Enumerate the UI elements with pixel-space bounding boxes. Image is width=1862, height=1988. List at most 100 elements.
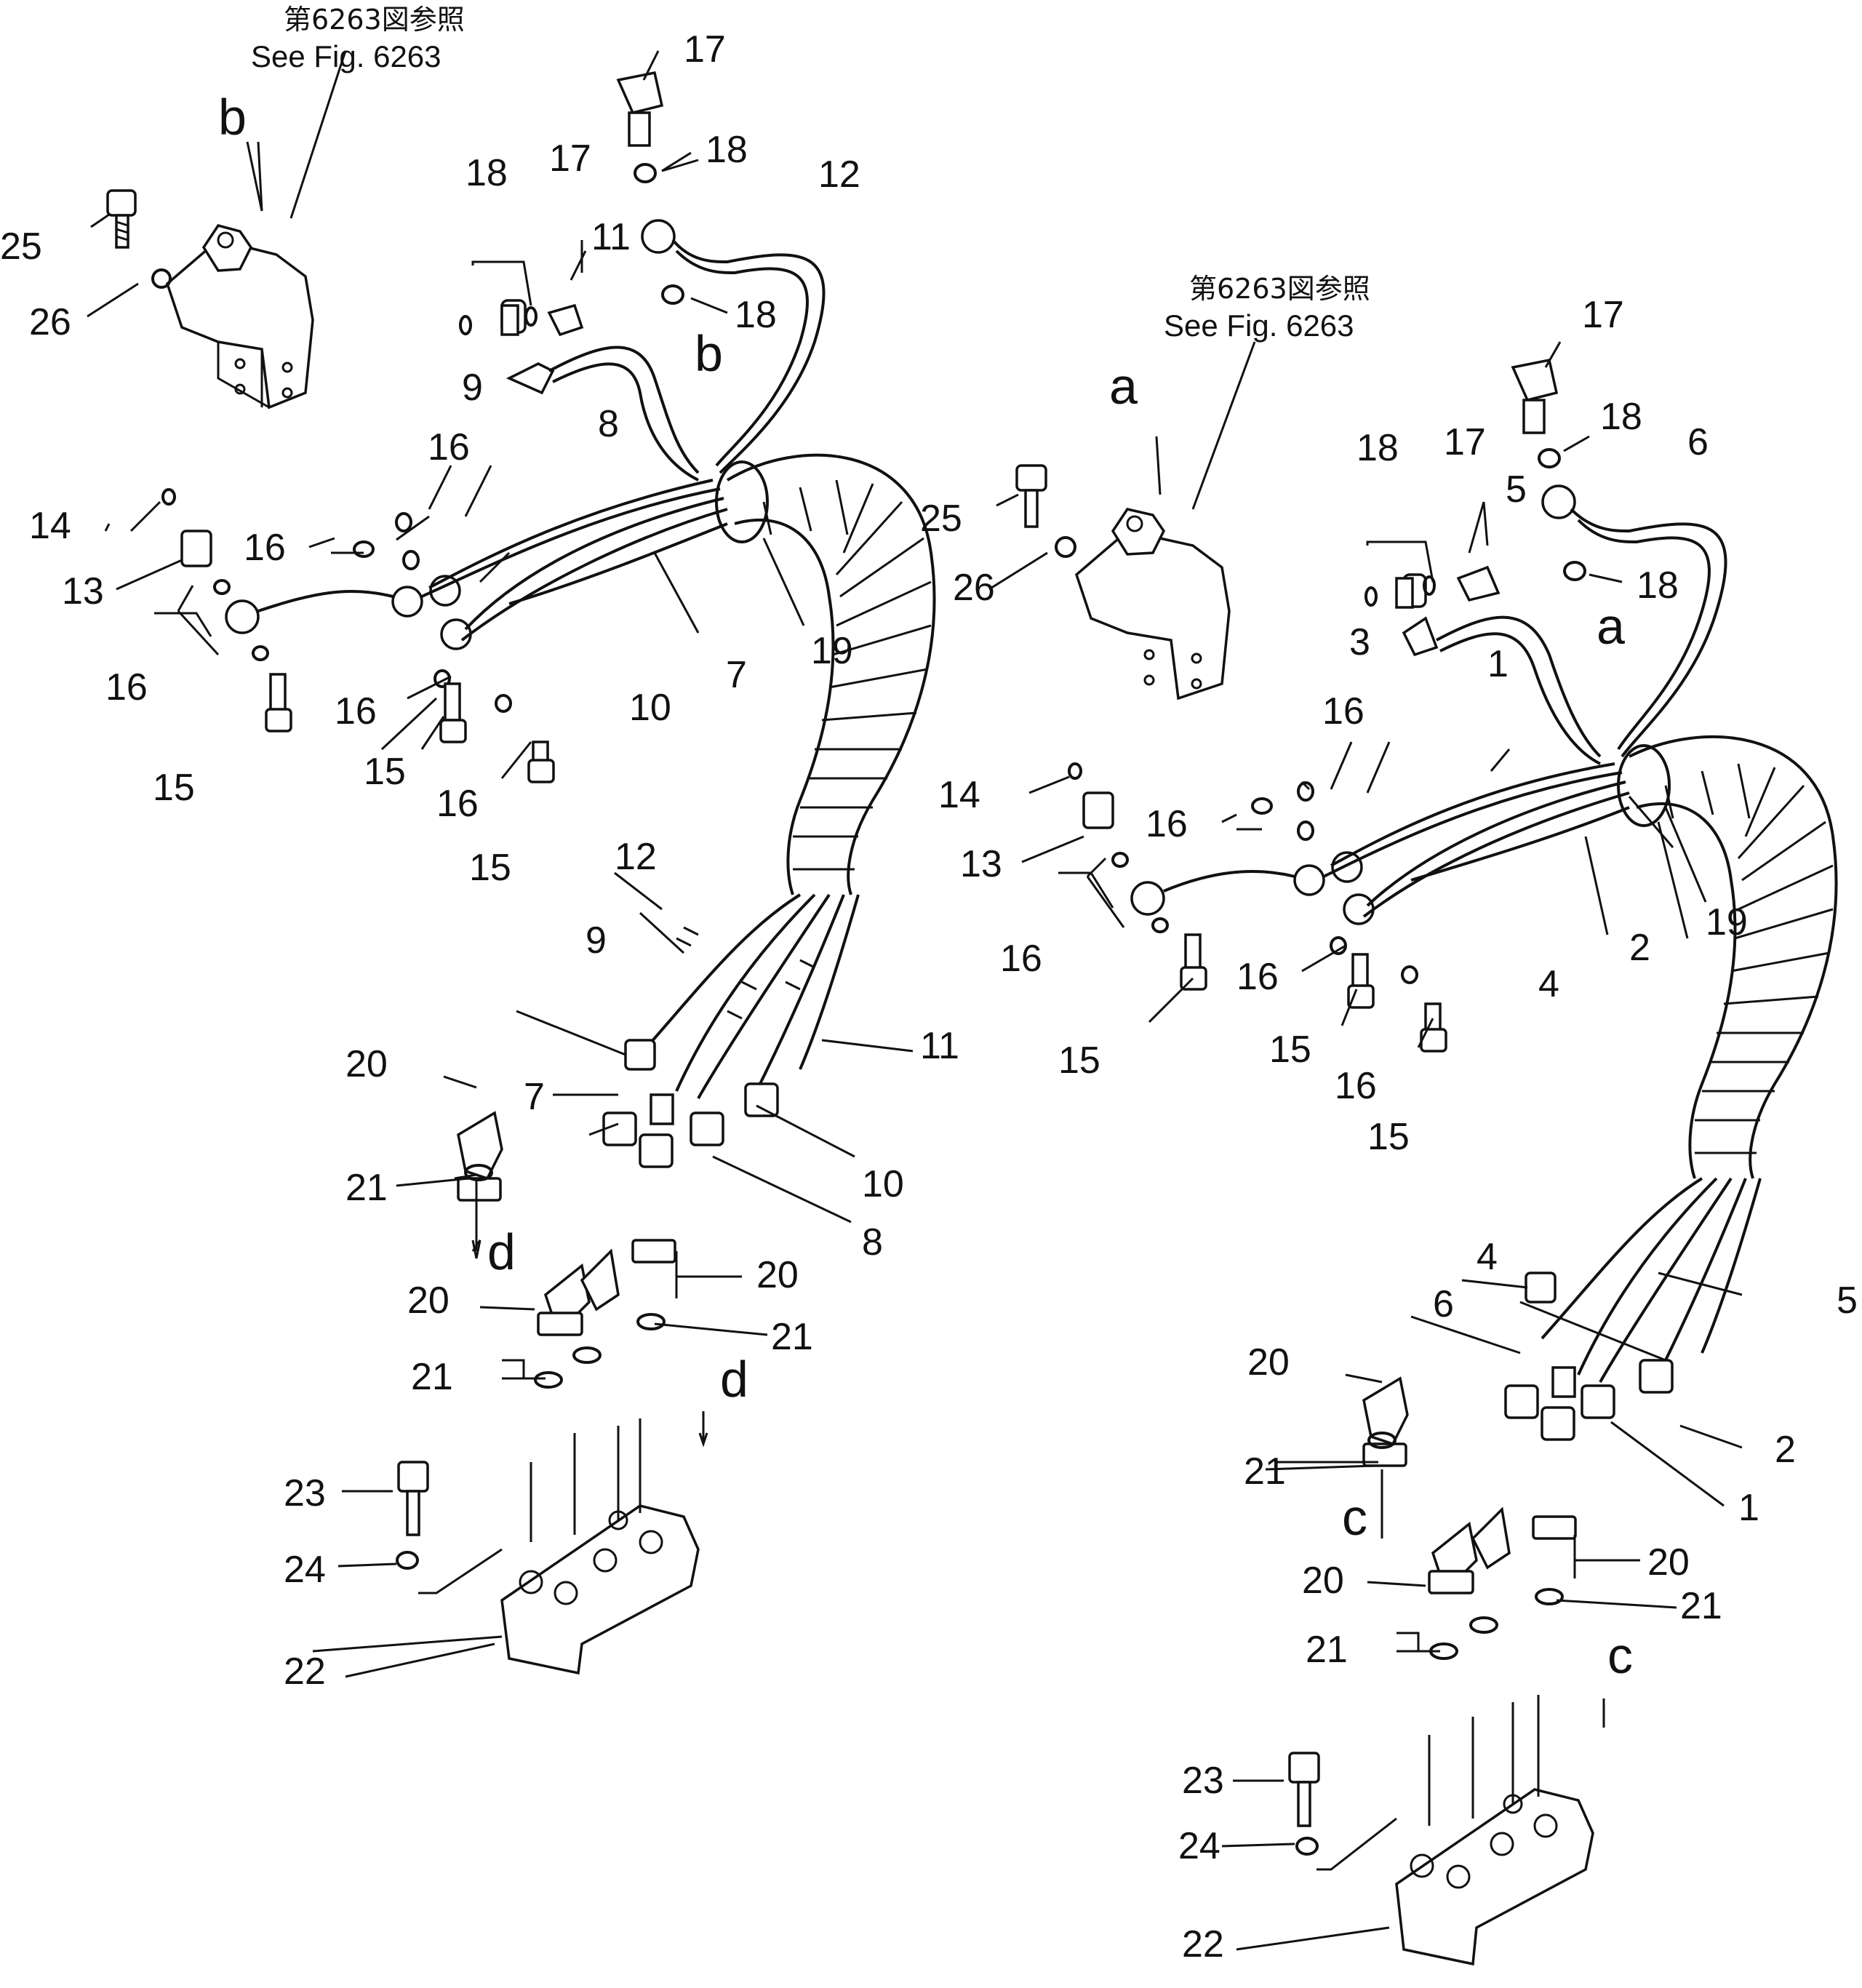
- r-callout-18: 18: [1600, 396, 1642, 438]
- letter-c-left: c: [1342, 1489, 1367, 1546]
- r-callout-5: 5: [1506, 468, 1527, 511]
- r-callout-15a: 15: [1058, 1039, 1100, 1082]
- right-fitting-17-side: [1456, 565, 1501, 602]
- callout-13: 13: [62, 570, 104, 612]
- left-bolt-23-shank: [406, 1490, 420, 1536]
- callout-20a: 20: [345, 1043, 388, 1085]
- r-callout-20a: 20: [1247, 1341, 1290, 1384]
- callout-16a: 16: [428, 426, 470, 468]
- right-washer-24: [1295, 1837, 1319, 1856]
- callout-23: 23: [284, 1472, 326, 1514]
- letter-a-top: a: [1109, 358, 1138, 415]
- callout-18: 18: [706, 129, 748, 171]
- left-oring-16f: [433, 669, 451, 688]
- r-callout-1b: 1: [1738, 1487, 1759, 1529]
- r-callout-1: 1: [1487, 643, 1509, 685]
- r-callout-25: 25: [920, 498, 962, 540]
- callout-14: 14: [29, 505, 71, 547]
- callout-25: 25: [0, 225, 42, 268]
- r-callout-2b: 2: [1775, 1429, 1796, 1471]
- callout-24: 24: [284, 1549, 326, 1591]
- right-fitting-17-top: [1511, 358, 1559, 402]
- r-callout-21a: 21: [1244, 1450, 1286, 1493]
- r-callout-21b: 21: [1680, 1585, 1722, 1627]
- r-callout-17b: 17: [1444, 421, 1486, 463]
- callout-26: 26: [29, 301, 71, 343]
- right-base-block-22: [1395, 1695, 1594, 1966]
- r-callout-20b: 20: [1647, 1541, 1690, 1584]
- r-callout-26: 26: [953, 567, 995, 609]
- callout-7: 7: [726, 654, 747, 696]
- callout-10b: 10: [862, 1163, 904, 1205]
- left-hose-assembly: [106, 71, 936, 1675]
- right-elbows-20: [1362, 1376, 1577, 1594]
- r-callout-6: 6: [1687, 421, 1709, 463]
- r-callout-21c: 21: [1306, 1629, 1348, 1671]
- callout-7b: 7: [524, 1076, 545, 1118]
- left-fitting-13: [180, 530, 212, 567]
- callout-9b: 9: [586, 919, 607, 962]
- r-callout-24: 24: [1178, 1825, 1220, 1867]
- callout-16c: 16: [105, 666, 148, 708]
- callout-15b: 15: [364, 751, 406, 793]
- letter-d-left: d: [487, 1223, 516, 1280]
- left-callouts: 17 18 12 18 17 11 18 25 26 9 8 16 14 16 …: [0, 28, 959, 1693]
- right-leader-lines: [988, 341, 1743, 1951]
- r-callout-14: 14: [938, 774, 980, 816]
- letter-d-right: d: [720, 1351, 748, 1408]
- callout-21b: 21: [771, 1316, 813, 1358]
- callout-20c: 20: [407, 1280, 449, 1322]
- left-fitting-17-top: [616, 71, 664, 115]
- r-callout-19: 19: [1706, 901, 1748, 943]
- right-corrugated-hose: [1617, 735, 1838, 1179]
- r-callout-16e: 16: [1335, 1065, 1377, 1107]
- letter-b-top: b: [218, 89, 247, 145]
- left-valve-block: [165, 223, 314, 410]
- left-oring-21c: [572, 1346, 602, 1364]
- callout-8b: 8: [862, 1221, 883, 1264]
- left-elbows-20: [457, 1111, 676, 1336]
- r-callout-18c: 18: [1637, 564, 1679, 607]
- callout-11: 11: [591, 216, 631, 258]
- r-callout-16d: 16: [1236, 956, 1279, 998]
- left-ref-en: See Fig. 6263: [251, 39, 441, 73]
- callout-16d: 16: [335, 690, 377, 732]
- left-washer-26: [151, 268, 172, 289]
- r-callout-23: 23: [1182, 1760, 1224, 1802]
- r-callout-15b: 15: [1269, 1029, 1311, 1071]
- left-oring-16d: [395, 512, 412, 532]
- callout-11b: 11: [920, 1025, 959, 1067]
- left-oring-16c: [353, 540, 375, 558]
- left-oring-16a: [213, 579, 231, 595]
- callout-15a: 15: [153, 767, 195, 809]
- callout-18b: 18: [466, 152, 508, 194]
- callout-21c: 21: [411, 1356, 453, 1398]
- r-callout-6b: 6: [1433, 1283, 1454, 1325]
- left-leader-lines: [87, 50, 914, 1678]
- callout-17: 17: [684, 28, 726, 71]
- left-oring-16g: [495, 694, 512, 713]
- right-ref-jp: 第6263図参照: [1189, 273, 1370, 305]
- reference-notes: 第6263図参照 See Fig. 6263 第6263図参照 See Fig.…: [251, 4, 1370, 343]
- right-bolts-15: [1180, 933, 1447, 1053]
- left-washer-24: [396, 1551, 419, 1570]
- callout-22: 22: [284, 1650, 326, 1693]
- left-oring-16b: [252, 645, 269, 661]
- left-oring-14: [161, 488, 176, 506]
- callout-8: 8: [598, 403, 619, 445]
- r-callout-18b: 18: [1356, 427, 1399, 469]
- callout-15c: 15: [469, 847, 511, 889]
- right-callouts: 17 18 6 18 17 5 18 25 26 3 1 16 14 16 13…: [920, 294, 1858, 1965]
- r-callout-4: 4: [1538, 963, 1559, 1005]
- r-callout-17: 17: [1582, 294, 1624, 336]
- view-letters: b b d d a a c c: [218, 89, 1633, 1684]
- right-bolt-25-shank: [1024, 489, 1039, 528]
- left-oring-16e: [402, 550, 420, 570]
- left-corrugated-hose: [715, 453, 936, 895]
- r-callout-2: 2: [1629, 927, 1650, 969]
- r-callout-13: 13: [960, 843, 1002, 885]
- left-bolts-15: [265, 673, 555, 783]
- right-ref-en: See Fig. 6263: [1164, 308, 1354, 343]
- left-ref-jp: 第6263図参照: [284, 4, 465, 36]
- right-valve-block: [1074, 508, 1231, 700]
